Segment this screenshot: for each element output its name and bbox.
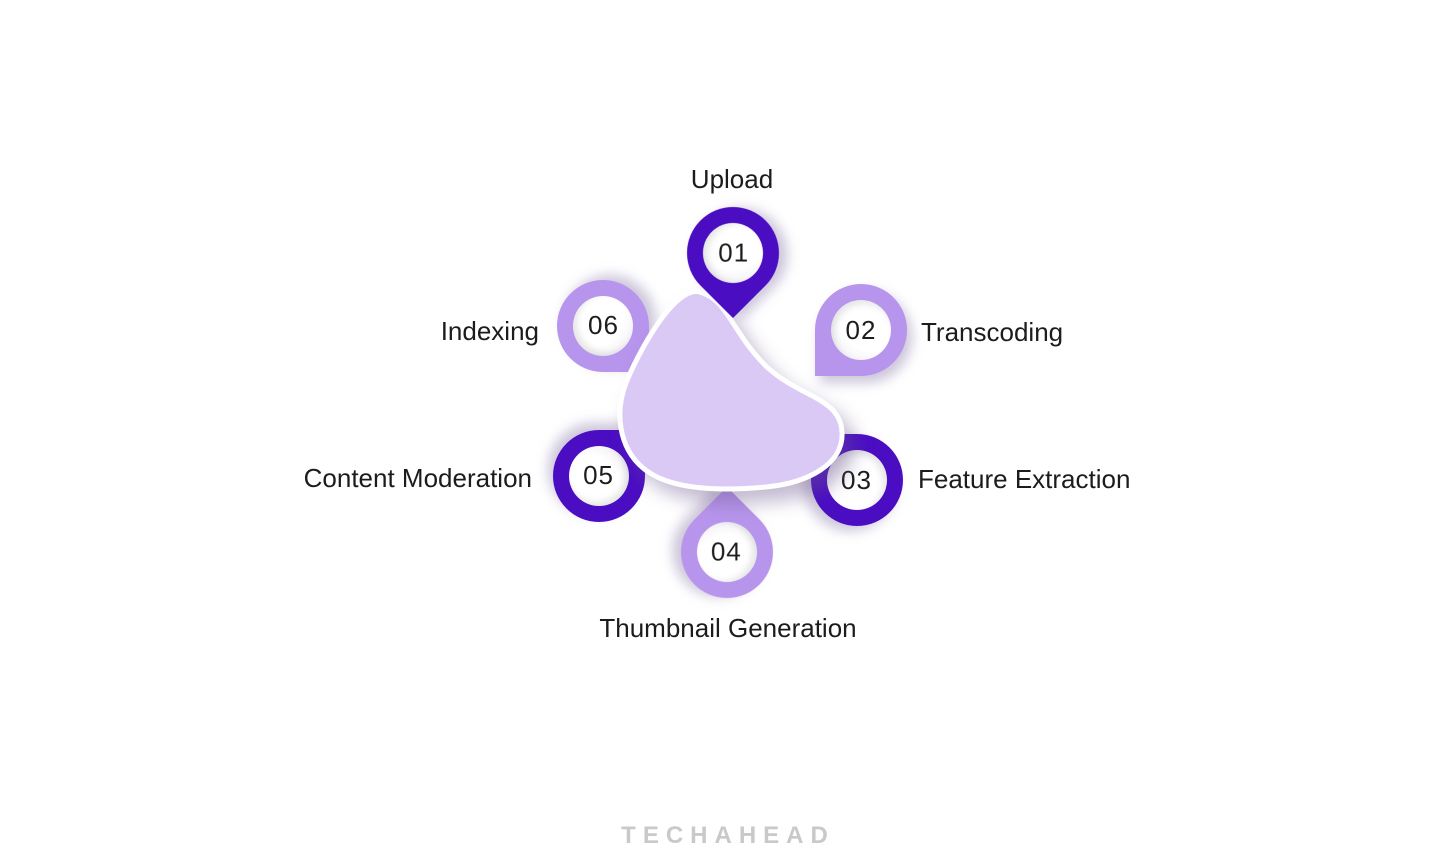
step-label-upload: Upload <box>690 164 774 194</box>
pin-number-circle: 01 <box>690 210 776 296</box>
step-label-content-moderation: Content Moderation <box>303 463 532 493</box>
step-number: 01 <box>717 237 749 268</box>
step-number: 02 <box>845 314 877 345</box>
pin-shape-icon: 04 <box>661 486 793 618</box>
techahead-logo-watermark: TECHAHEAD <box>621 822 835 849</box>
step-label-feature-extraction: Feature Extraction <box>918 464 1131 494</box>
pin-shape-icon: 02 <box>815 284 907 376</box>
step-label-transcoding: Transcoding <box>921 317 1064 347</box>
step-number: 04 <box>711 536 743 567</box>
step-number: 03 <box>841 464 873 495</box>
step-label-indexing: Indexing <box>440 316 539 346</box>
step-number: 05 <box>583 460 615 491</box>
pin-number-circle: 04 <box>684 509 770 595</box>
pin-shape-icon: 01 <box>667 187 799 319</box>
step-pin-transcoding: 02 <box>815 284 907 376</box>
step-label-thumbnail-generation: Thumbnail Generation <box>599 613 857 643</box>
center-blob-shape <box>617 289 845 492</box>
step-pin-thumbnail-generation: 04 <box>661 486 793 618</box>
step-pin-upload: 01 <box>667 187 799 319</box>
pin-number-circle: 02 <box>831 300 891 360</box>
